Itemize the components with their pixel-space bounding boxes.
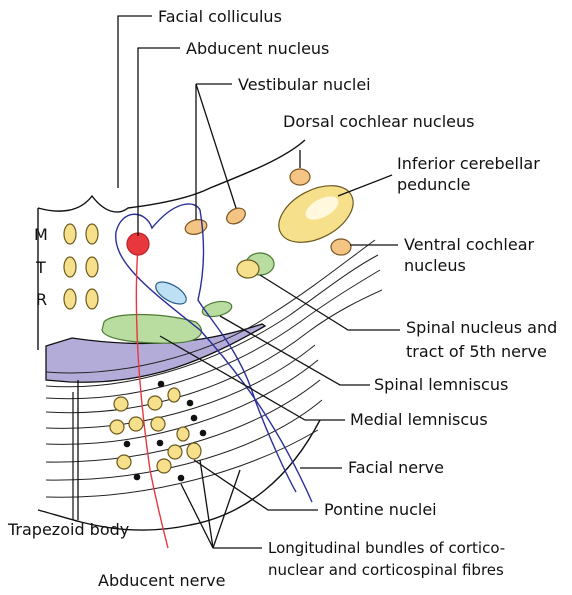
label-longitudinal-2: nuclear and corticospinal fibres — [268, 561, 504, 579]
label-facial-colliculus: Facial colliculus — [158, 7, 282, 26]
letter-r: R — [36, 290, 47, 309]
label-inferior-cerebellar-1: Inferior cerebellar — [397, 154, 540, 173]
label-ventral-cochlear-1: Ventral cochlear — [404, 235, 534, 254]
label-spinal-nucleus-2: tract of 5th nerve — [406, 342, 547, 361]
label-spinal-lemniscus: Spinal lemniscus — [374, 375, 508, 394]
label-abducent-nucleus: Abducent nucleus — [186, 39, 329, 58]
label-ventral-cochlear-2: nucleus — [404, 256, 466, 275]
ventral-cochlear-nucleus — [331, 239, 351, 255]
lemniscus-letter-ovals — [64, 224, 98, 309]
spinal-nucleus-5th-nerve — [237, 260, 259, 278]
label-trapezoid-body: Trapezoid body — [7, 520, 129, 539]
medial-longitudinal-fasciculus — [152, 278, 189, 309]
letter-t: T — [35, 258, 46, 277]
label-pontine-nuclei: Pontine nuclei — [324, 500, 437, 519]
dorsal-cochlear-nucleus — [290, 169, 310, 185]
label-facial-nerve: Facial nerve — [348, 458, 444, 477]
label-inferior-cerebellar-2: peduncle — [397, 175, 471, 194]
letter-m: M — [34, 225, 48, 244]
vestibular-nucleus-1 — [184, 217, 209, 236]
pontine-nuclei — [110, 388, 201, 473]
label-spinal-nucleus-1: Spinal nucleus and — [406, 318, 557, 337]
spinal-lemniscus-shape — [201, 299, 233, 319]
label-vestibular-nuclei: Vestibular nuclei — [238, 75, 371, 94]
label-longitudinal-1: Longitudinal bundles of cortico- — [268, 539, 505, 557]
label-medial-lemniscus: Medial lemniscus — [350, 410, 488, 429]
vestibular-nucleus-2 — [224, 205, 248, 227]
abducent-nucleus — [127, 233, 149, 255]
label-abducent-nerve: Abducent nerve — [98, 571, 225, 590]
label-dorsal-cochlear-nucleus: Dorsal cochlear nucleus — [283, 112, 474, 131]
